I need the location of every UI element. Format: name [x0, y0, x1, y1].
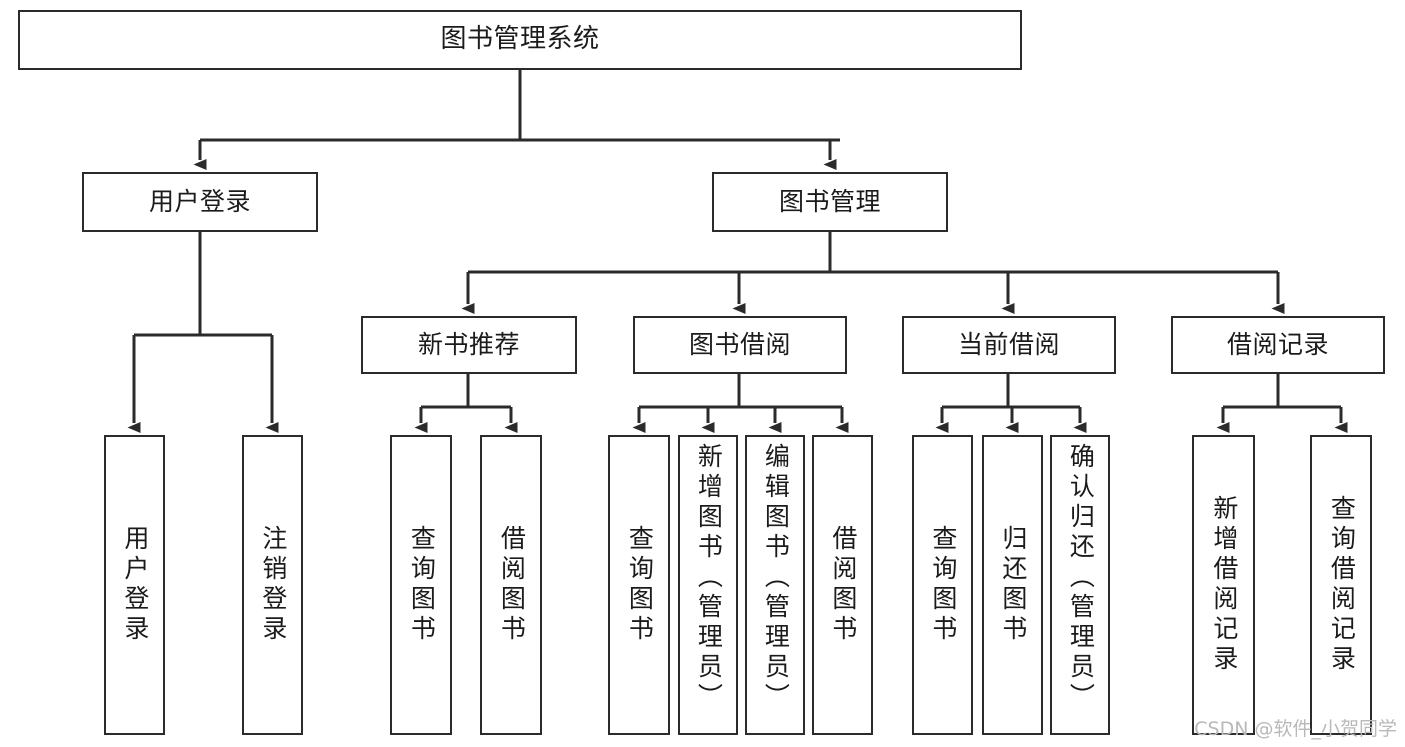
node-leaf-confirm-return-label: 确认归还（管理员）: [1066, 443, 1096, 713]
node-leaf-borrow-book-1[interactable]: 借阅图书: [480, 435, 542, 735]
node-leaf-query-book-3-label: 查询图书: [928, 525, 958, 645]
node-leaf-query-book-1[interactable]: 查询图书: [390, 435, 452, 735]
node-leaf-edit-book-label: 编辑图书（管理员）: [761, 443, 791, 713]
node-borrow-record-label: 借阅记录: [1226, 329, 1329, 359]
node-book-manage[interactable]: 图书管理: [712, 172, 948, 232]
watermark: CSDN @软件_小贺同学: [1194, 718, 1397, 740]
node-leaf-user-logout[interactable]: 注销登录: [242, 435, 303, 735]
node-root-label: 图书管理系统: [440, 24, 600, 55]
node-leaf-user-logout-label: 注销登录: [258, 525, 288, 645]
node-leaf-add-record[interactable]: 新增借阅记录: [1192, 435, 1255, 735]
node-leaf-query-record[interactable]: 查询借阅记录: [1310, 435, 1372, 735]
node-leaf-query-book-3[interactable]: 查询图书: [912, 435, 973, 735]
node-leaf-add-record-label: 新增借阅记录: [1209, 495, 1239, 675]
node-leaf-borrow-book-2-label: 借阅图书: [828, 525, 858, 645]
node-root-book-management-system[interactable]: 图书管理系统: [18, 10, 1022, 70]
node-leaf-query-record-label: 查询借阅记录: [1327, 495, 1357, 675]
node-book-borrow-label: 图书借阅: [688, 329, 791, 359]
node-new-book-recommend[interactable]: 新书推荐: [361, 316, 577, 374]
node-leaf-query-book-2[interactable]: 查询图书: [608, 435, 670, 735]
node-leaf-user-login-label: 用户登录: [120, 525, 150, 645]
node-leaf-borrow-book-2[interactable]: 借阅图书: [812, 435, 873, 735]
node-leaf-confirm-return[interactable]: 确认归还（管理员）: [1050, 435, 1110, 735]
node-book-manage-label: 图书管理: [778, 186, 881, 216]
node-current-borrow[interactable]: 当前借阅: [902, 316, 1116, 374]
node-leaf-add-book-label: 新增图书（管理员）: [694, 443, 724, 713]
node-new-book-recommend-label: 新书推荐: [417, 329, 520, 359]
node-borrow-record[interactable]: 借阅记录: [1171, 316, 1385, 374]
node-current-borrow-label: 当前借阅: [957, 329, 1060, 359]
node-leaf-return-book-label: 归还图书: [998, 525, 1028, 645]
node-leaf-return-book[interactable]: 归还图书: [982, 435, 1043, 735]
node-leaf-query-book-2-label: 查询图书: [625, 525, 655, 645]
node-leaf-add-book[interactable]: 新增图书（管理员）: [678, 435, 738, 735]
node-user-login-label: 用户登录: [148, 186, 251, 216]
node-leaf-edit-book[interactable]: 编辑图书（管理员）: [745, 435, 805, 735]
node-leaf-query-book-1-label: 查询图书: [407, 525, 437, 645]
node-book-borrow[interactable]: 图书借阅: [633, 316, 847, 374]
node-leaf-user-login[interactable]: 用户登录: [104, 435, 165, 735]
node-leaf-borrow-book-1-label: 借阅图书: [497, 525, 527, 645]
node-user-login[interactable]: 用户登录: [82, 172, 318, 232]
